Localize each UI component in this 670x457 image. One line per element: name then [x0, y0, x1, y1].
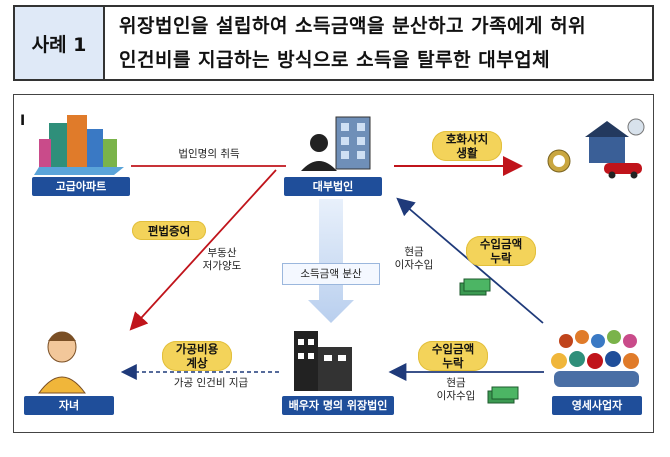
label-fake-wage: 가공 인건비 지급	[173, 377, 249, 389]
label-real-estate: 부동산 저가양도	[202, 247, 242, 272]
money-icon-top	[459, 278, 491, 296]
case-title: 위장법인을 설립하여 소득금액을 분산하고 가족에게 허위 인건비를 지급하는 …	[105, 7, 652, 79]
money-icon-bottom	[487, 386, 519, 404]
case-header: 사례 1 위장법인을 설립하여 소득금액을 분산하고 가족에게 허위 인건비를 …	[13, 5, 654, 81]
lender-corp-icon	[301, 116, 371, 171]
pill-fake-cost-text: 가공비용 계상	[175, 342, 219, 370]
node-small-business: 영세사업자	[552, 396, 642, 415]
arrow-income-split	[308, 199, 354, 323]
diagram-panel: I	[13, 94, 654, 433]
luxury-icon	[547, 118, 645, 179]
corner-mark: I	[20, 113, 26, 129]
pill-omission-top: 수입금액 누락	[466, 236, 536, 266]
node-apartment: 고급아파트	[32, 177, 130, 196]
case-title-line2: 인건비를 지급하는 방식으로 소득을 탈루한 대부업체	[119, 49, 551, 71]
case-label: 사례 1	[15, 7, 105, 79]
case-title-line1: 위장법인을 설립하여 소득금액을 분산하고 가족에게 허위	[119, 15, 587, 37]
label-acquire: 법인명의 취득	[178, 148, 240, 160]
apartment-icon	[34, 115, 124, 175]
label-income-split: 소득금액 분산	[282, 263, 380, 285]
node-spouse-corp: 배우자 명의 위장법인	[282, 396, 394, 415]
child-icon	[38, 331, 86, 394]
diagram-arrows	[34, 115, 645, 404]
label-cash-interest-bottom: 현금 이자수입	[436, 377, 476, 402]
pill-luxury-text: 호화사치 생활	[445, 132, 489, 160]
label-cash-interest-top: 현금 이자수입	[394, 246, 434, 271]
pill-gift: 편법증여	[132, 221, 206, 240]
spouse-corp-icon	[294, 331, 352, 391]
pill-luxury: 호화사치 생활	[432, 131, 502, 161]
pill-omission-bottom-text: 수입금액 누락	[431, 342, 475, 370]
node-lender-corp: 대부법인	[284, 177, 382, 196]
pill-omission-top-text: 수입금액 누락	[479, 237, 523, 265]
small-business-icon	[551, 330, 639, 387]
arrow-gift	[129, 169, 277, 331]
pill-omission-bottom: 수입금액 누락	[418, 341, 488, 371]
pill-fake-cost: 가공비용 계상	[162, 341, 232, 371]
node-child: 자녀	[24, 396, 114, 415]
